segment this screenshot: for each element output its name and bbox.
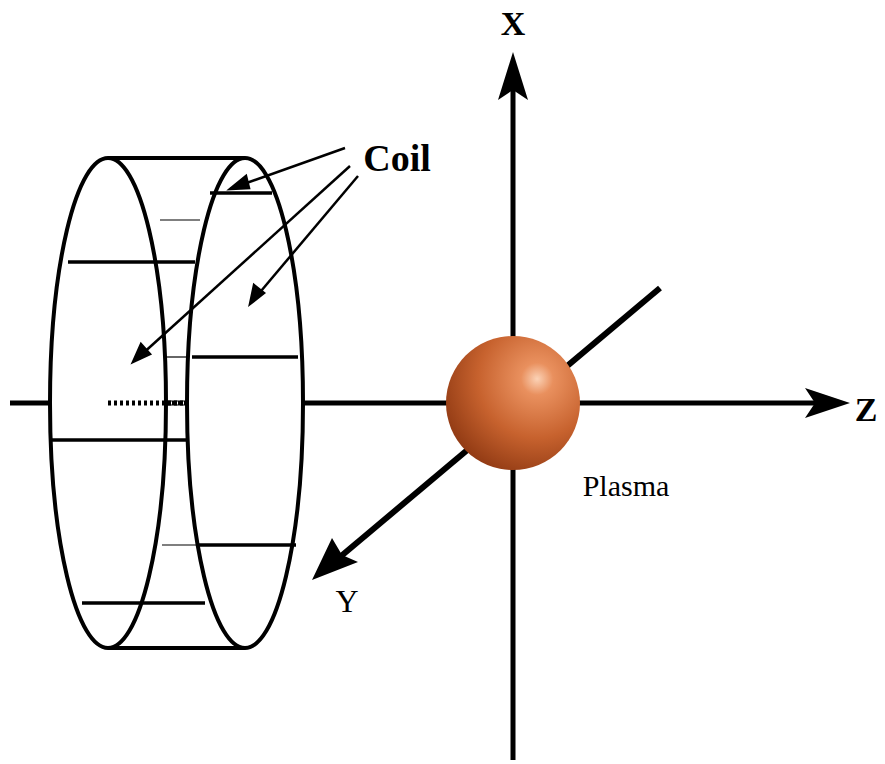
axis-label: Y <box>335 585 358 617</box>
coil-cylinder <box>50 158 303 648</box>
part-label: Plasma <box>583 471 670 501</box>
plasma-sphere <box>446 336 580 470</box>
axis-label: X <box>501 7 526 41</box>
y-axis <box>312 288 660 580</box>
leader-arrows <box>133 148 358 362</box>
part-label: Coil <box>363 139 431 177</box>
axis-label: Z <box>855 393 878 427</box>
